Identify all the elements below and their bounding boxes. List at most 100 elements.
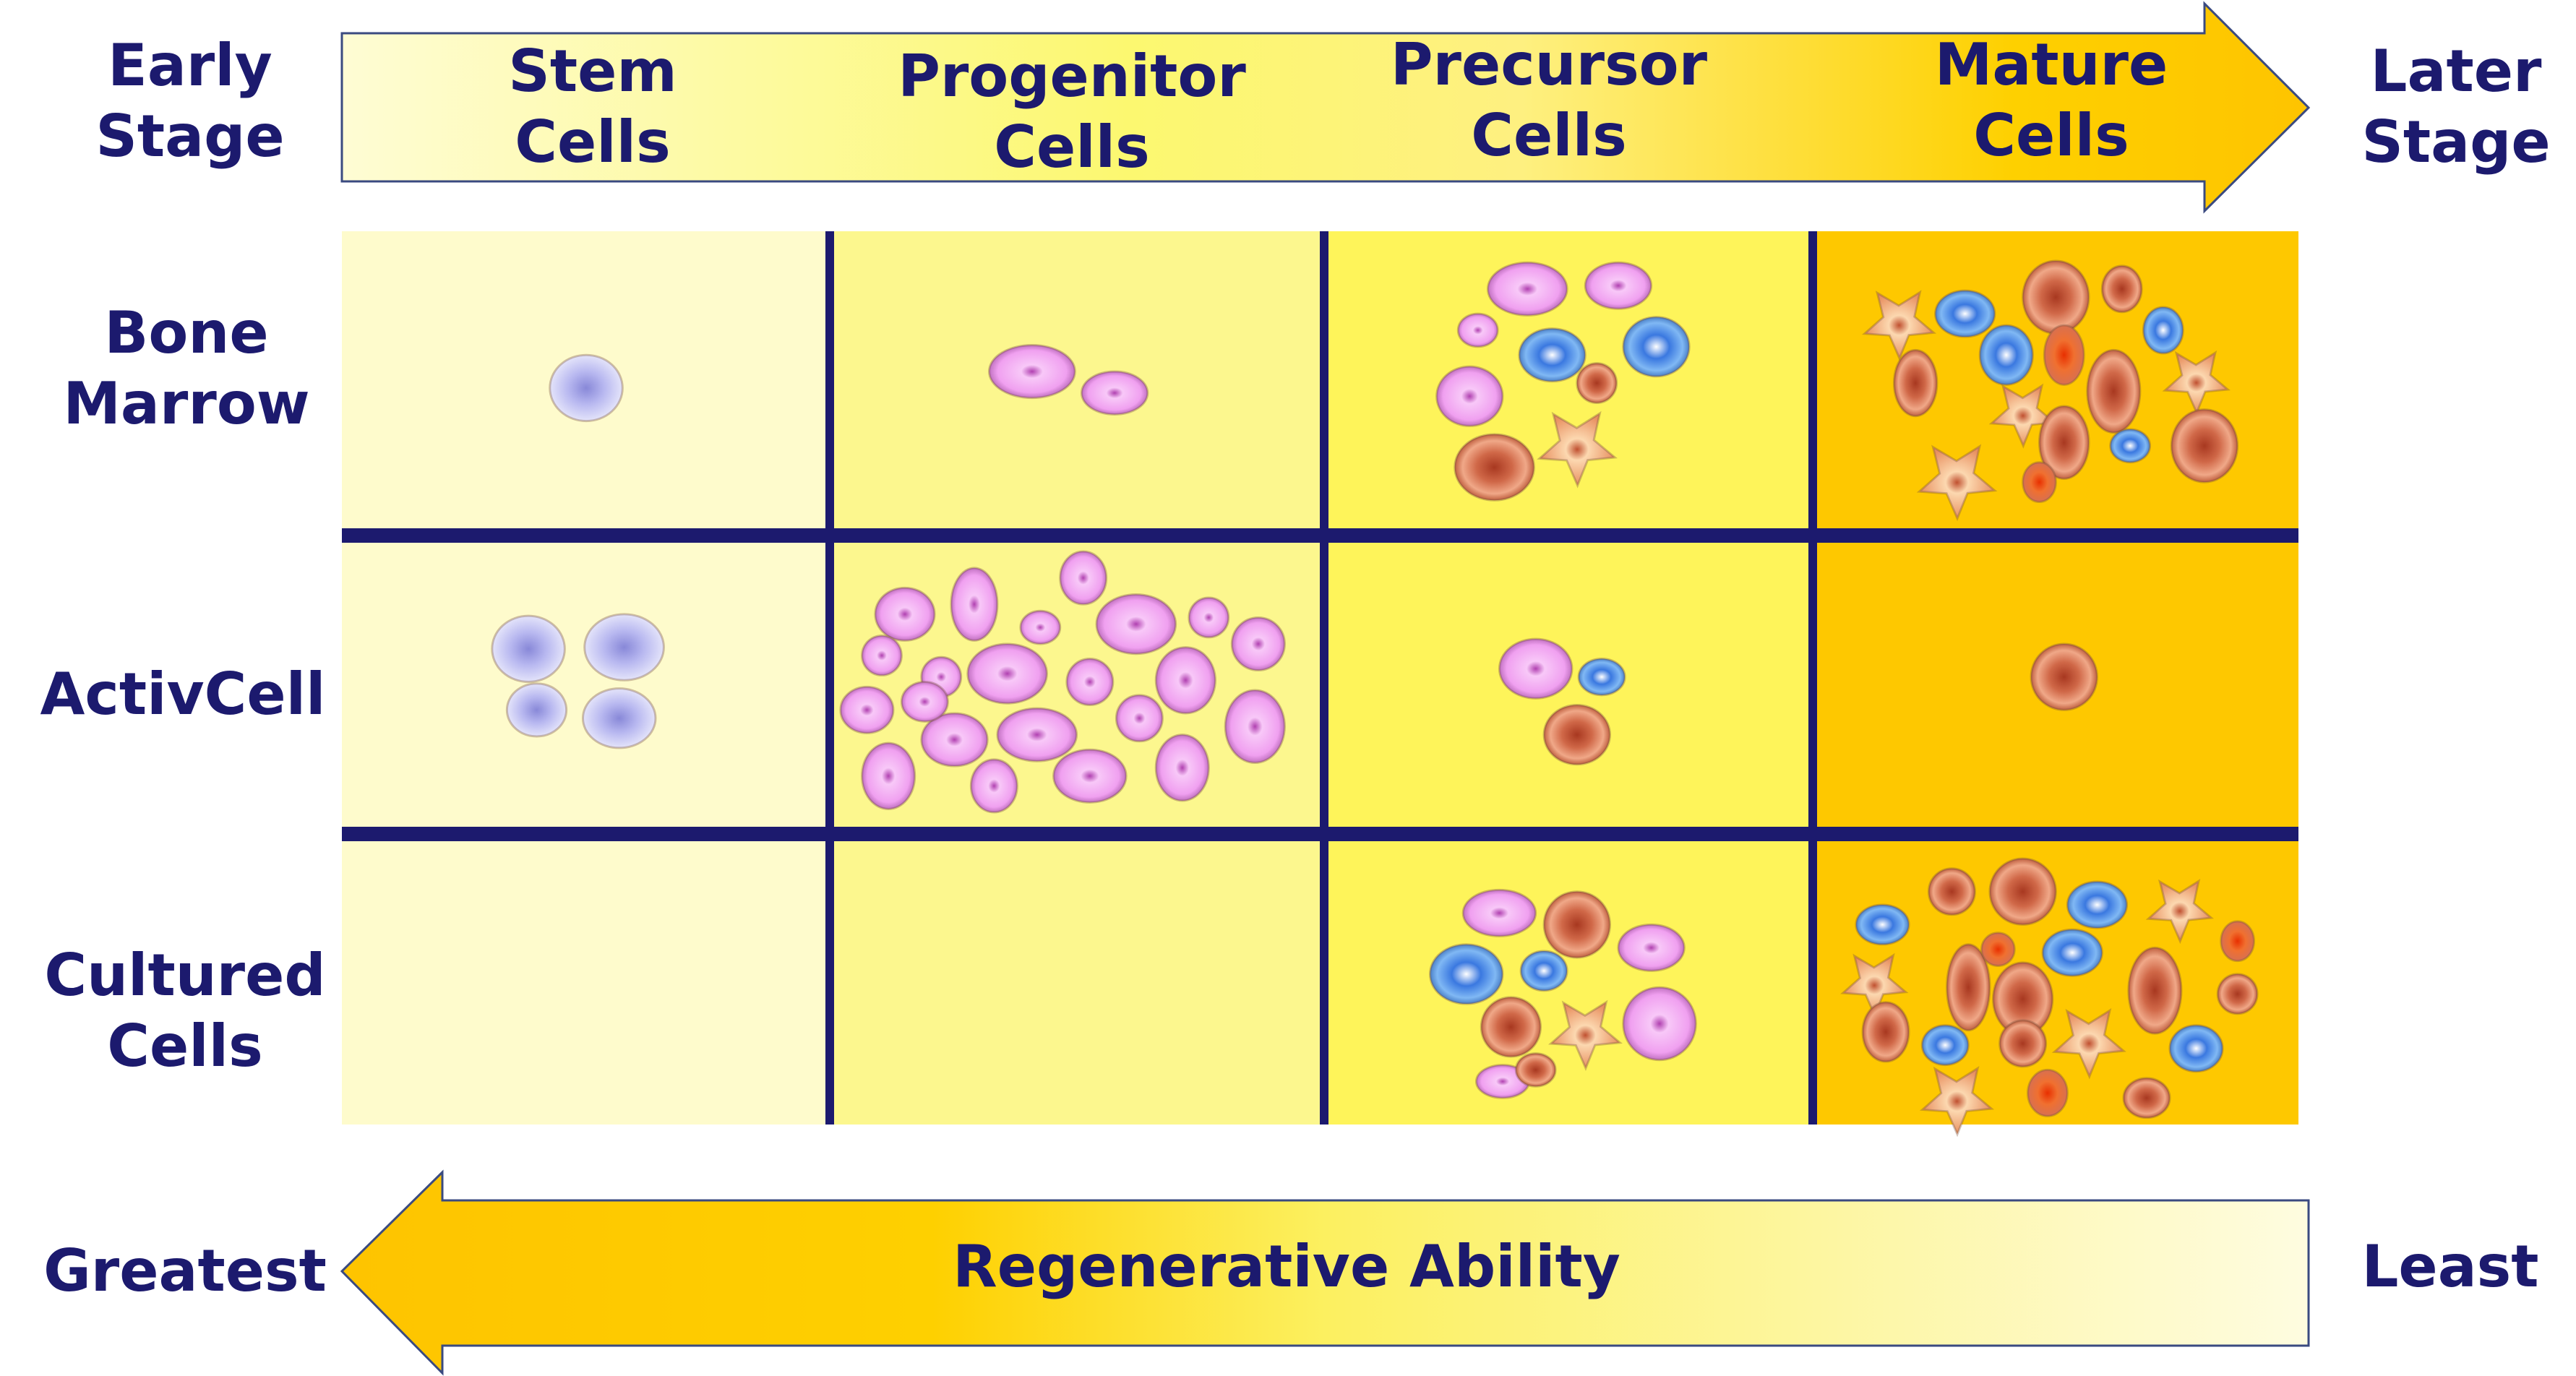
red-cell [2122, 1077, 2171, 1119]
red-cell [1927, 867, 1976, 916]
progenitor-cell [1486, 261, 1568, 317]
orange-cell [2043, 324, 2085, 386]
progenitor-cell [900, 681, 949, 723]
blue-cell [2109, 428, 2152, 464]
progenitor-cell [1154, 734, 1210, 802]
red-cell [2022, 259, 2090, 335]
stem-cell [505, 682, 568, 738]
blue-cell [2041, 928, 2103, 977]
progenitor-cell [1080, 370, 1149, 416]
star-cell [2145, 879, 2215, 945]
red-cell [1514, 1052, 1557, 1088]
cell-illustrations [491, 259, 2259, 1138]
red-cell [1988, 857, 2057, 926]
progenitor-cell [1461, 888, 1537, 937]
progenitor-cell [874, 586, 936, 642]
progenitor-cell [1584, 261, 1653, 310]
red-cell [1542, 704, 1611, 766]
blue-cell [1934, 289, 1996, 338]
blue-cell [1518, 327, 1587, 383]
progenitor-cell [950, 567, 999, 642]
progenitor-cell [839, 685, 895, 734]
divider-horizontal-2 [342, 827, 2298, 841]
red-cell [2030, 642, 2098, 711]
star-cell [1916, 444, 1998, 522]
star-cell [1920, 1066, 1995, 1138]
star-cell [2162, 350, 2231, 416]
regenerative-ability-arrow [340, 1169, 2310, 1376]
star-cell [1862, 290, 1937, 361]
orange-cell [2220, 920, 2255, 963]
blue-cell [2066, 880, 2129, 929]
blue-cell [1577, 658, 1626, 697]
blue-cell [1622, 316, 1691, 378]
progenitor-cell [1230, 616, 1286, 672]
development-stage-arrow [340, 1, 2311, 214]
red-cell [1480, 996, 1542, 1058]
cell-grid [342, 231, 2298, 1138]
divider-vertical-3 [1808, 231, 1817, 1125]
orange-cell [1980, 932, 2016, 967]
progenitor-cell [969, 758, 1018, 814]
progenitor-cell [1154, 646, 1216, 715]
progenitor-cell [1052, 748, 1128, 804]
red-cell [1946, 943, 1991, 1032]
blue-cell [1428, 943, 1504, 1005]
red-cell [1454, 433, 1535, 502]
red-cell [1998, 1019, 2048, 1068]
progenitor-cell [861, 741, 916, 810]
progenitor-cell [1456, 312, 1499, 348]
star-cell [2051, 1008, 2126, 1080]
least-label: Least [2361, 1233, 2538, 1300]
progenitor-cell [1435, 365, 1504, 427]
progenitor-cell [1498, 637, 1573, 700]
divider-horizontal-1 [342, 528, 2298, 543]
progenitor-cell [1065, 658, 1115, 707]
stem-cell [583, 613, 665, 681]
progenitor-cell [1019, 609, 1062, 645]
stem-cell [581, 687, 657, 749]
orange-cell [2027, 1068, 2069, 1117]
divider-vertical-1 [825, 231, 834, 1125]
blue-cell [2142, 306, 2184, 355]
progenitor-cell [996, 707, 1078, 762]
red-cell [2100, 265, 2143, 314]
blue-cell [2168, 1024, 2224, 1073]
star-cell [1548, 999, 1623, 1071]
orange-cell [2022, 461, 2057, 504]
divider-vertical-2 [1320, 231, 1328, 1125]
blue-cell [1978, 324, 2034, 386]
progenitor-cell [1617, 923, 1686, 972]
progenitor-cell [1115, 694, 1164, 743]
greatest-label: Greatest [43, 1237, 327, 1304]
red-cell [2086, 348, 2142, 434]
red-cell [1576, 362, 1618, 404]
red-cell [2127, 946, 2183, 1035]
progenitor-cell [861, 635, 903, 676]
stem-cell [491, 614, 566, 684]
stem-cell [549, 353, 624, 423]
red-cell [2038, 405, 2090, 481]
red-cell [2216, 973, 2259, 1015]
blue-cell [1920, 1024, 1970, 1067]
row-label-activcell: ActivCell [40, 661, 326, 728]
progenitor-cell [1188, 596, 1230, 639]
progenitor-cell [1059, 550, 1108, 606]
progenitor-cell [920, 712, 989, 767]
star-cell [1537, 410, 1618, 489]
star-cell [1988, 383, 2058, 449]
red-cell [1542, 890, 1611, 959]
blue-cell [1855, 903, 1910, 946]
progenitor-cell [966, 642, 1048, 705]
progenitor-cell [1095, 593, 1177, 655]
